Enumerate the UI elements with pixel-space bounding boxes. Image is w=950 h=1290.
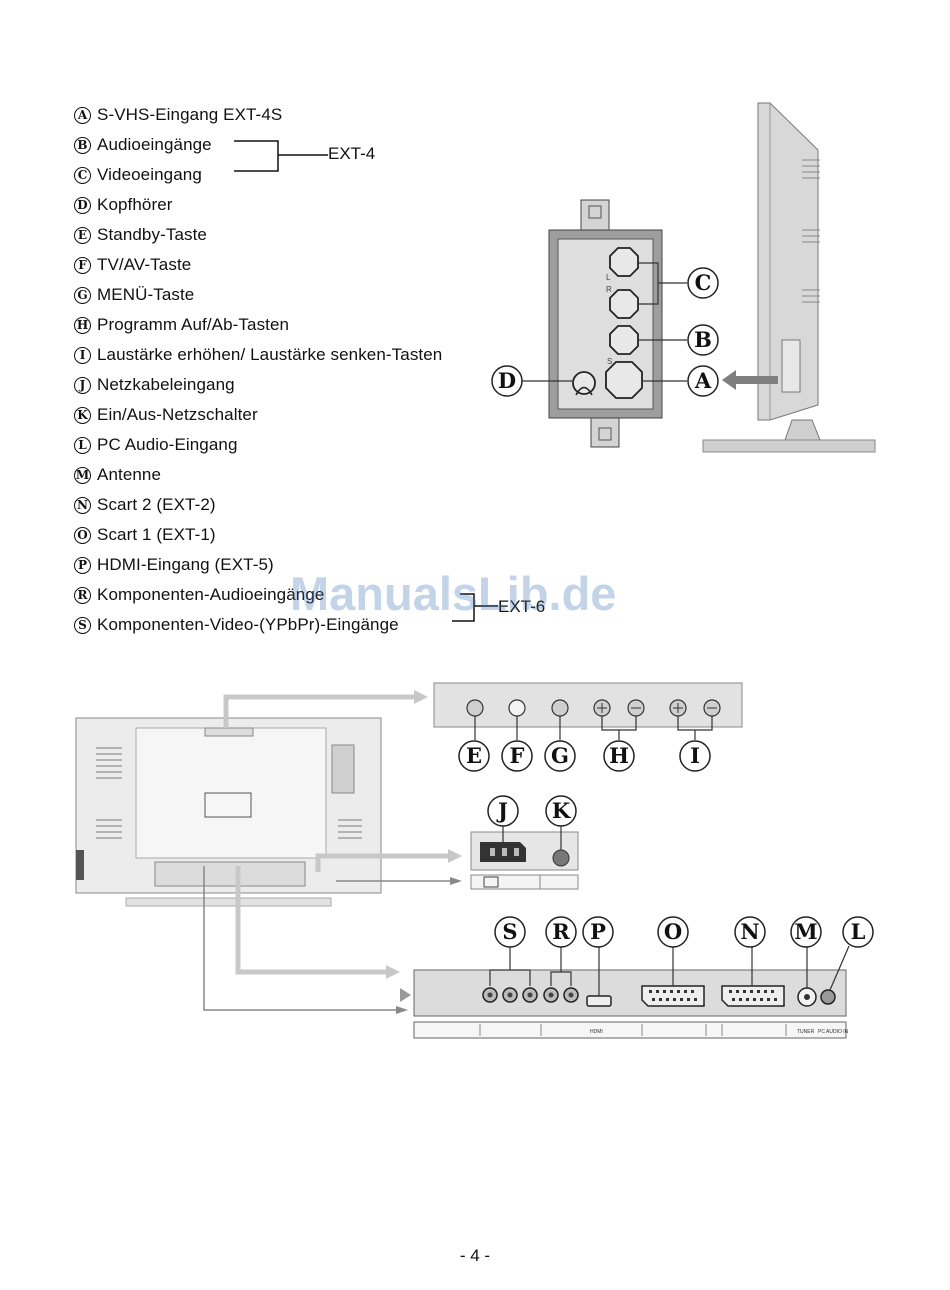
legend-item-o: O Scart 1 (EXT-1) (74, 520, 514, 550)
legend-item-g: G MENÜ-Taste (74, 280, 514, 310)
side-label-l: L (606, 273, 611, 282)
legend-letter: K (74, 406, 91, 424)
legend-text: TV/AV-Taste (97, 255, 192, 274)
legend-text: MENÜ-Taste (97, 285, 195, 304)
callout-m: M (794, 919, 817, 944)
legend-item-h: H Programm Auf/Ab-Tasten (74, 310, 514, 340)
legend-item-l: L PC Audio-Eingang (74, 430, 514, 460)
legend-item-f: F TV/AV-Taste (74, 250, 514, 280)
callout-e: E (466, 743, 482, 768)
legend-letter: E (74, 226, 91, 244)
legend-text: Scart 2 (EXT-2) (97, 495, 216, 514)
group-label-ext4: EXT-4 (328, 144, 376, 163)
legend-text: Audioeingänge (97, 135, 212, 154)
legend-text: Antenne (97, 465, 162, 484)
callout-h: H (609, 743, 629, 768)
side-label-s: S (607, 357, 612, 366)
legend-item-e: E Standby-Taste (74, 220, 514, 250)
legend-item-n: N Scart 2 (EXT-2) (74, 490, 514, 520)
legend-letter: R (74, 586, 91, 604)
legend-letter: P (74, 556, 91, 574)
legend-item-m: M Antenne (74, 460, 514, 490)
callout-k: K (552, 798, 571, 823)
legend-letter: B (74, 136, 91, 154)
legend-text: Komponenten-Audioeingänge (97, 585, 325, 604)
legend-item-r: R Komponenten-Audioeingänge (74, 580, 514, 610)
legend-text: S-VHS-Eingang EXT-4S (97, 105, 283, 124)
rear-label-pc-audio: PC AUDIO IN (818, 1029, 849, 1035)
legend-letter: M (74, 466, 91, 484)
callout-r: R (552, 919, 570, 944)
legend-text: Scart 1 (EXT-1) (97, 525, 216, 544)
legend-letter: H (74, 316, 91, 334)
legend-item-b: B Audioeingänge (74, 130, 514, 160)
callout-s: S (502, 919, 517, 944)
rear-label-tuner: TUNER (797, 1029, 815, 1035)
callout-i: I (690, 743, 700, 768)
legend-letter: L (74, 436, 91, 454)
legend-letter: O (74, 526, 91, 544)
callout-b: B (694, 327, 712, 352)
page-number: - 4 - (459, 1246, 491, 1265)
legend-letter: C (74, 166, 91, 184)
legend-text: Ein/Aus-Netzschalter (97, 405, 258, 424)
side-label-r: R (606, 285, 612, 294)
legend-text: HDMI-Eingang (EXT-5) (97, 555, 274, 574)
legend-item-p: P HDMI-Eingang (EXT-5) (74, 550, 514, 580)
legend-text: Komponenten-Video-(YPbPr)-Eingänge (97, 615, 399, 634)
callout-a: A (694, 368, 712, 393)
callout-l: L (851, 919, 866, 944)
callout-f: F (510, 743, 525, 768)
legend-text: Programm Auf/Ab-Tasten (97, 315, 290, 334)
group-label-ext6: EXT-6 (498, 597, 546, 616)
rear-label-hdmi: HDMI (590, 1029, 603, 1035)
callout-n: N (740, 919, 759, 944)
callout-o: O (664, 919, 682, 944)
legend-item-k: K Ein/Aus-Netzschalter (74, 400, 514, 430)
legend-letter: I (74, 346, 91, 364)
legend-item-c: C Videoeingang (74, 160, 514, 190)
legend-text: Videoeingang (97, 165, 202, 184)
legend-letter: J (74, 376, 91, 394)
legend-item-j: J Netzkabeleingang (74, 370, 514, 400)
legend-item-i: I Laustärke erhöhen/ Laustärke senken-Tas… (74, 340, 514, 370)
legend-text: Laustärke erhöhen/ Laustärke senken-Tast… (97, 345, 443, 364)
watermark: ManualsLib.de (290, 567, 617, 620)
legend-letter: F (74, 256, 91, 274)
legend-item-a: A S-VHS-Eingang EXT-4S (74, 100, 514, 130)
legend-item-d: D Kopfhörer (74, 190, 514, 220)
callout-j: J (496, 798, 508, 823)
legend-text: Netzkabeleingang (97, 375, 235, 394)
legend-letter: G (74, 286, 91, 304)
legend-text: PC Audio-Eingang (97, 435, 238, 454)
legend-text: Standby-Taste (97, 225, 207, 244)
legend-letter: A (74, 106, 91, 124)
callout-p: P (590, 919, 606, 944)
callout-g: G (551, 743, 569, 768)
legend-letter: D (74, 196, 91, 214)
callout-c: C (695, 270, 712, 295)
legend-letter: N (74, 496, 91, 514)
legend-item-s: S Komponenten-Video-(YPbPr)-Eingänge (74, 610, 514, 640)
legend-letter: S (74, 616, 91, 634)
legend-list: A S-VHS-Eingang EXT-4S B Audioeingänge C Vi… (74, 100, 514, 640)
legend-text: Kopfhörer (97, 195, 173, 214)
